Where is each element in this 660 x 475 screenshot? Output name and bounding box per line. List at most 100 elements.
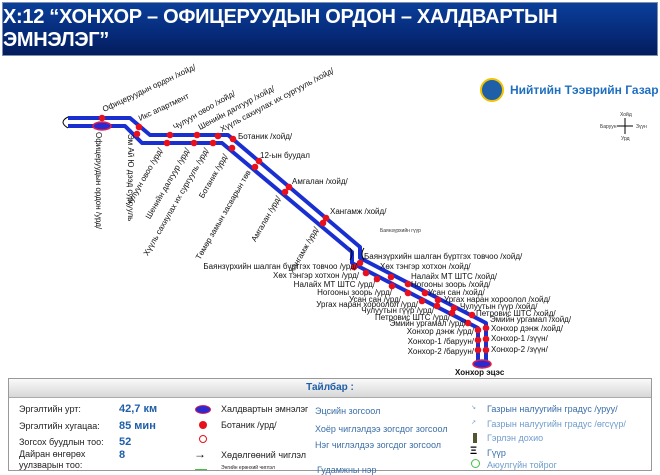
green-line-icon bbox=[195, 469, 207, 470]
stop-marker bbox=[209, 139, 217, 147]
stop-marker bbox=[322, 214, 330, 222]
stop-marker bbox=[464, 319, 472, 327]
stop-marker bbox=[251, 163, 259, 171]
stop-label: Хонхор-1 /баруун/ bbox=[408, 337, 475, 346]
svg-text:Урд: Урд bbox=[621, 136, 630, 142]
stop-label: Амгалан /хойд/ bbox=[292, 177, 349, 186]
stop-label: Хөх тэнгэр хотхон /хойд/ bbox=[380, 262, 471, 271]
stop-marker bbox=[229, 135, 237, 143]
stop-marker bbox=[450, 304, 458, 312]
stop-label: Усан сан /урд/ bbox=[349, 295, 402, 304]
stop-marker bbox=[434, 296, 442, 304]
svg-text:Баруун: Баруун bbox=[600, 124, 617, 130]
stop-label: Эмийн ургамал /хойд/ bbox=[490, 315, 572, 324]
stop-marker bbox=[388, 282, 396, 290]
stop-marker bbox=[433, 302, 441, 310]
terminal-end-marker bbox=[472, 359, 492, 369]
stop-label: Ногооны зоорь /урд/ bbox=[317, 288, 393, 297]
stop-marker bbox=[387, 273, 395, 281]
stop-label: Петровис ШТС /хойд/ bbox=[476, 309, 556, 318]
bridge-label: Баянзүрхийн гүүр bbox=[380, 227, 421, 234]
stop-marker bbox=[404, 280, 412, 288]
stop-label: Налайх МТ ШТС /урд/ bbox=[294, 280, 376, 289]
route-line-north bbox=[62, 116, 488, 362]
legend-stop-type: Гудамжны нэр bbox=[317, 465, 377, 475]
legend-stop-type: Эцсийн зогсоол bbox=[315, 406, 381, 416]
stop-marker bbox=[163, 139, 171, 147]
legend-symbol: Халдвартын эмнэлэг bbox=[221, 404, 309, 414]
stop-label: Хонхор дэнж /хойд/ bbox=[491, 324, 564, 333]
slope-up-icon: ↗ bbox=[471, 420, 477, 426]
terminal-start-marker bbox=[92, 121, 112, 131]
stop-marker bbox=[133, 130, 141, 138]
stop-label: Баянзүрхийн шалган бүртгэх товчоо /урд/ bbox=[203, 262, 357, 271]
logo-emblem-icon bbox=[480, 78, 504, 102]
stop-label: Амгалан /урд/ bbox=[249, 194, 283, 243]
stop-marker bbox=[214, 132, 222, 140]
stop-marker bbox=[418, 297, 426, 305]
terminal-start-label: Офицеруудын ордон /урд/ bbox=[94, 132, 103, 230]
stat-label: Дайран өнгөрөх уулзварын тоо: bbox=[19, 449, 86, 470]
stop-label: Петровис ШТС /урд/ bbox=[375, 313, 451, 322]
stop-marker bbox=[356, 259, 364, 267]
legend-symbol: Энгийн ерөнхий чиглэл bbox=[221, 465, 275, 471]
stop-marker bbox=[373, 275, 381, 283]
stop-label: Эмийн ургамал /урд/ bbox=[390, 319, 467, 328]
stop-label: Хонхор-2 /зүүн/ bbox=[491, 345, 549, 354]
legend-other: Гүүр bbox=[487, 448, 506, 458]
stop-marker bbox=[448, 309, 456, 317]
slope-down-icon: ↘ bbox=[471, 405, 477, 411]
stop-label: Ургах наран хороолол /хойд/ bbox=[444, 295, 551, 304]
logo: Нийтийн Тээврийн Газар bbox=[480, 78, 659, 102]
stop-marker bbox=[474, 346, 482, 354]
legend-other: Газрын налуугийн градус /уруу/ bbox=[487, 404, 618, 414]
stop-label: Чулуутын гүүр /хойд/ bbox=[460, 302, 538, 311]
stop-marker bbox=[228, 144, 236, 152]
stat-label: Эргэлтийн хугацаа: bbox=[19, 421, 100, 431]
stop-label: Төмөр замын засварын төв bbox=[194, 169, 253, 262]
legend-other: Гэрлэн дохио bbox=[487, 433, 544, 443]
stop-marker bbox=[482, 335, 490, 343]
stop-label: Хангамж /хойд/ bbox=[330, 207, 387, 216]
stop-marker bbox=[285, 183, 293, 191]
stop-label: Ургах наран хороолол /урд/ bbox=[316, 300, 419, 309]
stop-marker bbox=[482, 346, 490, 354]
stop-marker bbox=[281, 188, 289, 196]
terminal-end-label: Хонхор эцэс bbox=[455, 368, 505, 377]
hospital-icon bbox=[195, 405, 211, 414]
stop-marker bbox=[482, 324, 490, 332]
stop-label: Офицеруудын ордон /хойд/ bbox=[101, 62, 198, 113]
stop-label: Хөх тэнгэр хотхон /урд/ bbox=[273, 271, 360, 280]
stop-label: Усан сан /хойд/ bbox=[428, 288, 485, 297]
stop-marker bbox=[474, 336, 482, 344]
traffic-light-icon bbox=[473, 433, 477, 443]
stop-label: Хүүль сахиулах их сургууль /хойд/ bbox=[219, 66, 336, 134]
one-way-stop-icon bbox=[199, 435, 207, 443]
svg-text:Хойд: Хойд bbox=[620, 111, 632, 118]
stop-label: Эм Ай Ю дээд сургууль bbox=[126, 134, 135, 221]
stop-marker bbox=[135, 123, 143, 131]
stop-marker bbox=[474, 326, 482, 334]
stat-value: 85 мин bbox=[119, 420, 156, 432]
stop-label: 12-ын буудал bbox=[260, 151, 310, 160]
stop-marker bbox=[255, 157, 263, 165]
stop-label: Налайх МТ ШТС /хойд/ bbox=[411, 272, 498, 281]
legend-other: Аюулгүйн тойрог bbox=[487, 460, 557, 470]
route-title: Х:12 “ХОНХОР – ОФИЦЕРУУДЫН ОРДОН – ХАЛДВ… bbox=[2, 2, 658, 56]
stat-label: Эргэлтийн урт: bbox=[19, 404, 81, 414]
stop-marker bbox=[404, 289, 412, 297]
stop-marker bbox=[166, 131, 174, 139]
stop-label: Хонхор дэнж /урд/ bbox=[407, 327, 475, 336]
stat-label: Зогсох буудлын тоо: bbox=[19, 437, 104, 447]
legend-stop-type: Нэг чиглэлдээ зогсдог зогсоол bbox=[315, 440, 442, 450]
legend-symbol: Хөдөлгөөний чиглэл bbox=[221, 450, 307, 460]
stop-marker bbox=[468, 311, 476, 319]
legend-title: Тайлбар : bbox=[9, 379, 651, 398]
svg-text:Зүүн: Зүүн bbox=[636, 124, 647, 130]
stop-marker bbox=[350, 263, 358, 271]
legend-symbol: Ботаник /урд/ bbox=[221, 420, 277, 430]
stop-icon bbox=[199, 421, 207, 429]
logo-text: Нийтийн Тээврийн Газар bbox=[510, 83, 659, 97]
